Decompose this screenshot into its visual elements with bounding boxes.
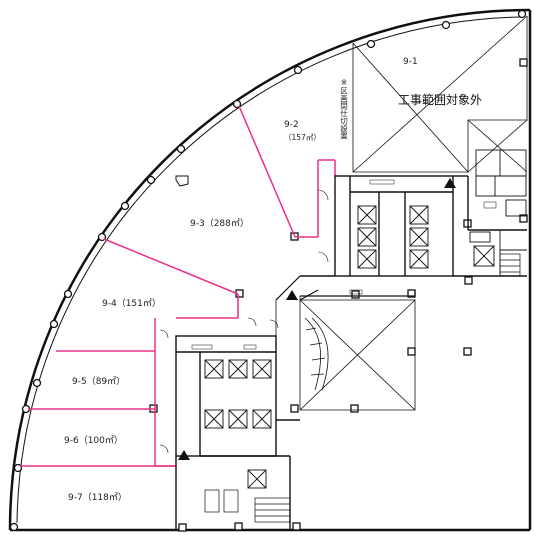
stair-curve [304,317,329,391]
elevators-upper [357,205,495,269]
core-upper [300,175,527,277]
evac-arrows [178,178,456,460]
unit-label-9-3: 9-3（288㎡） [190,218,249,229]
stair-lower [204,489,291,523]
void-atrium [275,275,416,420]
door-swings [159,189,329,454]
unit-label-9-4: 9-4（151㎡） [102,298,161,309]
unit-label-9-2: 9-2 [284,120,299,130]
partition-note: ※区画間仕切設置 [339,78,348,140]
unit-label-9-6: 9-6（100㎡） [64,435,123,446]
unit-area-9-2: （157㎡） [284,133,321,142]
outer-facade [8,8,532,532]
stair-right [499,253,521,277]
facade-columns [9,9,527,532]
unit-label-9-7: 9-7（118㎡） [68,492,127,503]
upper-right-rooms [469,149,527,276]
elevators-lower [204,359,272,489]
out-of-scope-note: 工事範囲対象外 [398,92,482,107]
interior-columns [149,58,528,532]
out-of-scope-area [352,15,528,173]
pen-mark-icon [175,175,189,187]
unit-label-9-5: 9-5（89㎡） [72,376,125,387]
partition-lines [20,105,336,467]
room-marks [191,179,497,350]
connector-walls [275,275,416,301]
unit-label-9-1: 9-1 [403,57,418,67]
